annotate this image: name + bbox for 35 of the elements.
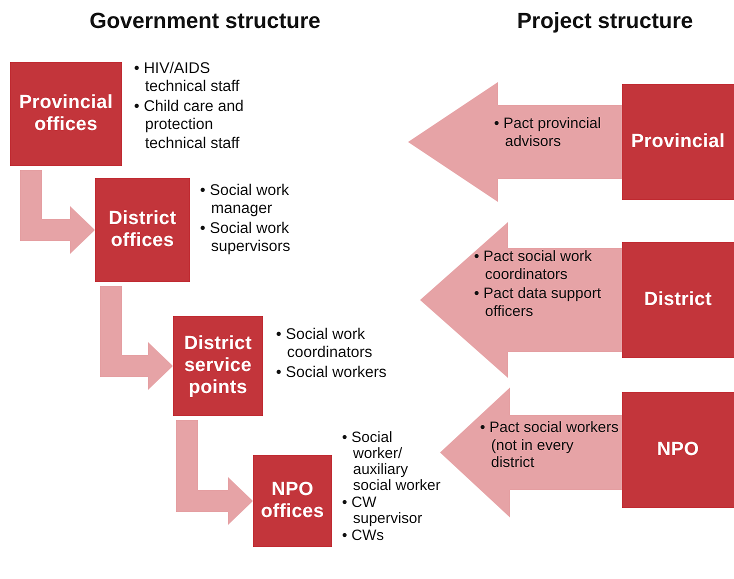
bullet-text: • HIV/AIDS technical staff <box>134 60 240 96</box>
box-label: District service points <box>183 333 253 399</box>
bullet-text: • Pact social workers (not in every district <box>480 419 620 472</box>
bent-arrow <box>20 170 95 254</box>
box-label: Provincial offices <box>18 92 114 136</box>
bullet-text: • Pact provincial advisors <box>494 115 602 150</box>
bent-arrow <box>176 420 253 525</box>
bullet-text: • Pact social work coordinators <box>474 248 593 284</box>
block-arrow <box>420 222 622 378</box>
bullet-text: • CWs <box>342 528 385 544</box>
label-box <box>622 392 734 508</box>
bullet-text: • Pact data support officers <box>474 285 602 320</box>
box-label: NPO <box>656 439 700 461</box>
bullet-text: • Social work manager <box>200 182 290 218</box>
block-arrow <box>440 388 622 518</box>
section-heading: Project structure <box>516 8 694 34</box>
label-box <box>173 316 263 416</box>
block-arrow <box>408 82 622 202</box>
section-heading: Government structure <box>89 8 321 34</box>
box-label: NPO offices <box>260 479 326 523</box>
bullet-text: • Child care and protection technical staff <box>134 98 245 153</box>
bullet-text: • Social work supervisors <box>200 220 292 256</box>
bent-arrow <box>100 286 173 390</box>
label-box <box>622 84 734 200</box>
bullet-text: • CW supervisor <box>342 495 424 528</box>
label-box <box>10 62 122 166</box>
box-label: Provincial <box>631 131 725 153</box>
bullet-text: • Social work coordinators <box>276 326 374 362</box>
box-label: District <box>644 289 712 311</box>
label-box <box>95 178 190 282</box>
box-label: District offices <box>108 208 178 252</box>
bullet-text: • Social worker/ auxiliary social worker <box>342 430 442 494</box>
label-box <box>622 242 734 358</box>
bullet-text: • Social workers <box>276 364 388 382</box>
label-box <box>253 455 332 547</box>
